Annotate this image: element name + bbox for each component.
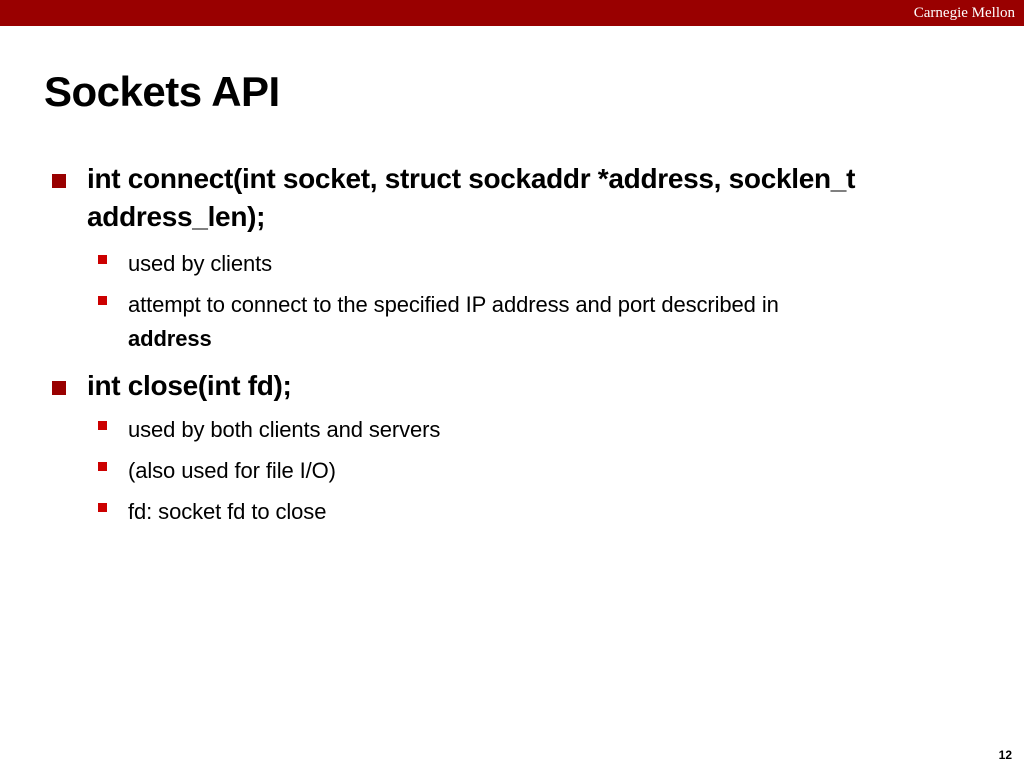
close-subitem-file-io: (also used for file I/O) xyxy=(128,458,336,483)
close-signature: int close(int fd); xyxy=(87,370,292,401)
small-square-bullet-icon xyxy=(98,503,107,512)
close-subitem-fd: fd: socket fd to close xyxy=(128,499,327,524)
slide-title: Sockets API xyxy=(44,68,280,115)
page-number: 12 xyxy=(998,748,1012,762)
connect-signature-line-1: int connect(int socket, struct sockaddr … xyxy=(87,163,856,194)
connect-subitem-attempt: attempt to connect to the specified IP a… xyxy=(128,288,948,356)
small-square-bullet-icon xyxy=(98,255,107,264)
connect-signature: int connect(int socket, struct sockaddr … xyxy=(87,160,947,236)
square-bullet-icon xyxy=(52,174,66,188)
connect-subitem-clients: used by clients xyxy=(128,251,273,276)
brand-name: Carnegie Mellon xyxy=(913,5,1015,21)
close-subitem-both: used by both clients and servers xyxy=(128,417,441,442)
connect-subitem-attempt-line-2: address xyxy=(128,326,212,351)
small-square-bullet-icon xyxy=(98,421,107,430)
small-square-bullet-icon xyxy=(98,296,107,305)
connect-signature-line-2: address_len); xyxy=(87,201,266,232)
top-banner: Carnegie Mellon xyxy=(0,0,1024,26)
connect-subitem-attempt-line-1: attempt to connect to the specified IP a… xyxy=(128,292,779,317)
small-square-bullet-icon xyxy=(98,462,107,471)
square-bullet-icon xyxy=(52,381,66,395)
